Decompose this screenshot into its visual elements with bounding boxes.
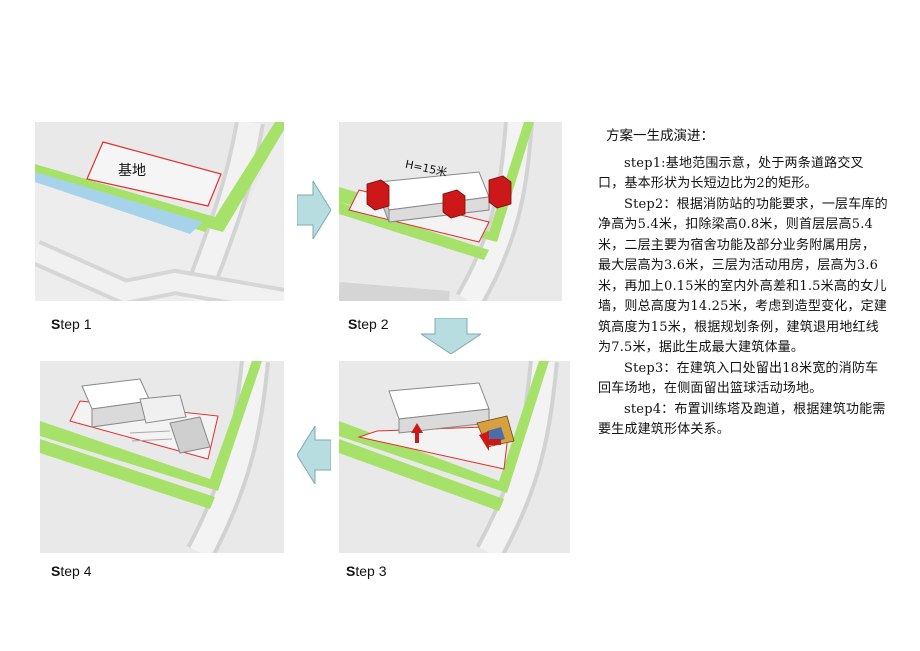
step1-label: Step 1 (51, 316, 92, 332)
step3-label: Step 3 (346, 563, 387, 579)
step3-diagram (339, 361, 570, 553)
step4-diagram (40, 361, 284, 553)
arrow-left-icon (297, 426, 331, 484)
arrow-right-icon (297, 181, 331, 239)
paragraph-step4: step4：布置训练塔及跑道，根据建筑功能需要生成建筑形体关系。 (598, 401, 886, 438)
paragraph-step1: step1:基地范围示意，处于两条道路交叉口，基本形状为长短边比为2的矩形。 (598, 155, 864, 192)
step1-diagram: 基地 (35, 122, 284, 301)
description-title: 方案一生成演进： (606, 128, 714, 144)
description-panel: 方案一生成演进： step1:基地范围示意，处于两条道路交叉口，基本形状为长短边… (598, 126, 888, 441)
site-label: 基地 (118, 163, 146, 179)
arrow-down-icon (421, 318, 481, 354)
step4-label: Step 4 (51, 563, 92, 579)
step2-diagram: H=15米 (339, 122, 562, 301)
paragraph-step2: Step2：根据消防站的功能要求，一层车库的净高为5.4米，扣除梁高0.8米，则… (598, 196, 888, 356)
step2-label: Step 2 (348, 316, 389, 332)
paragraph-step3: Step3：在建筑入口处留出18米宽的消防车回车场地，在侧面留出篮球活动场地。 (598, 360, 879, 397)
